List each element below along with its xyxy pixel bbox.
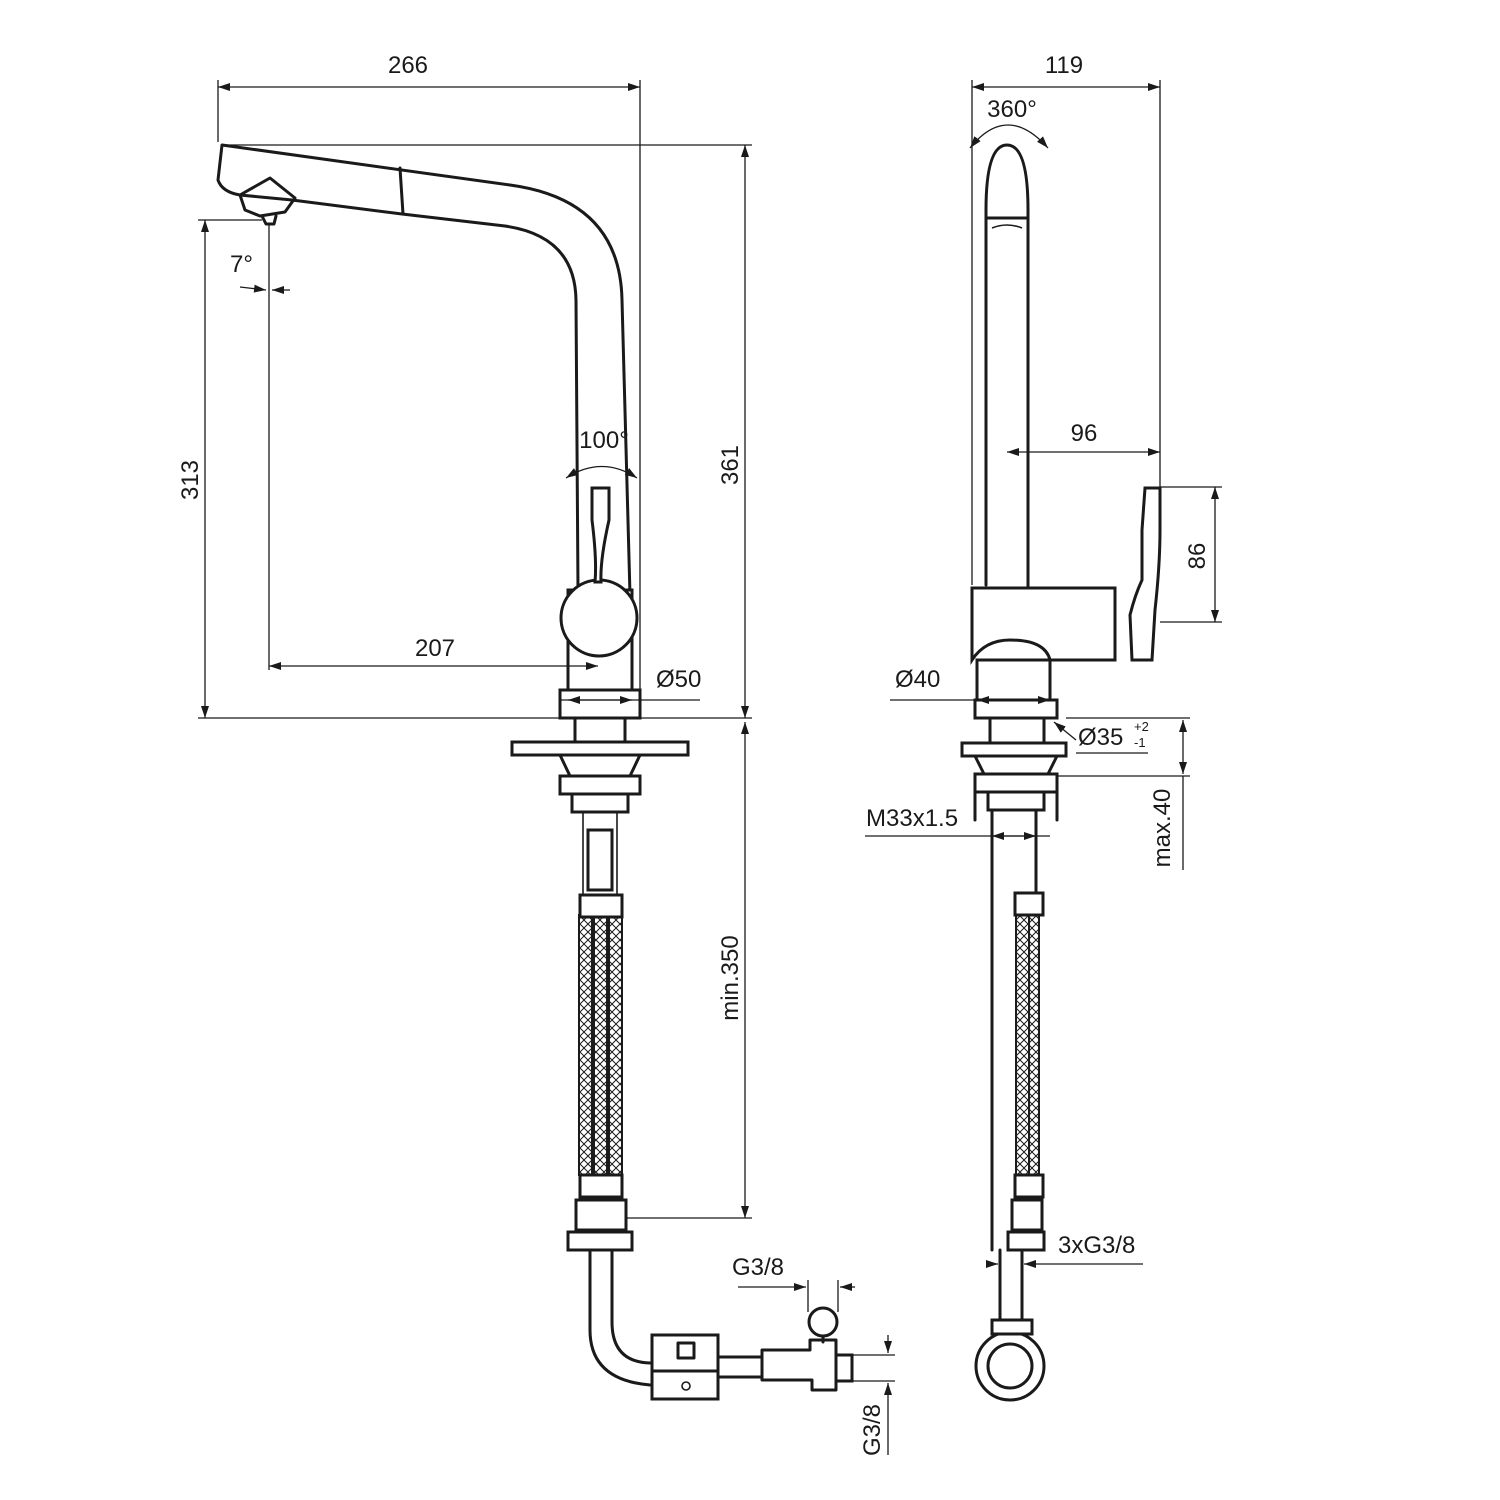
dim-valve-thread: G3/8 [859, 1404, 886, 1456]
hole-diameter-value: Ø35 [1078, 724, 1123, 751]
side-base [975, 658, 1052, 702]
side-view: 119 360° 96 86 Ø40 Ø35 +2 -1 max.40 M33x… [865, 52, 1222, 1402]
side-hose [1015, 914, 1030, 1176]
lever-handle [590, 486, 611, 584]
dim-spray-angle: 7° [230, 251, 253, 278]
dim-depth: 119 [1045, 52, 1083, 79]
side-base-ring [973, 698, 1059, 720]
side-lever [1128, 486, 1162, 662]
side-connection-nut [1006, 1230, 1046, 1252]
dim-connection-thread: G3/8 [732, 1254, 784, 1281]
outlet-pipe [588, 1248, 652, 1387]
dim-lever-rotation: 100° [579, 427, 629, 454]
fixing-nut [558, 774, 642, 796]
lock-nut [570, 792, 630, 814]
dim-min-hose-length: min.350 [717, 935, 744, 1020]
valve-window [676, 1341, 696, 1360]
spray-nozzle [260, 214, 278, 226]
dim-spout-height: 313 [177, 460, 204, 500]
hose-center [593, 914, 608, 1176]
spout-joint [398, 166, 405, 216]
side-deck [960, 741, 1068, 758]
dim-projection: 207 [415, 635, 455, 662]
dim-hose-connections: 3xG3/8 [1058, 1232, 1135, 1259]
spray-head [238, 176, 297, 218]
hose-left [578, 914, 593, 1176]
spout-outline [216, 143, 632, 597]
connection-nut [566, 1230, 634, 1252]
dim-body-diameter: Ø50 [656, 666, 701, 693]
dim-hole-tolerance-lower: -1 [1134, 735, 1146, 750]
dim-hole-diameter: Ø35 [1078, 724, 1123, 751]
front-view: 266 361 313 207 7° 100° Ø50 min.350 G3/8 [177, 52, 895, 1456]
dim-overall-width: 266 [388, 52, 428, 79]
deck-plate [510, 740, 690, 757]
side-valve [974, 1330, 1046, 1402]
lever-disc [559, 578, 639, 658]
valve-body [650, 1333, 720, 1373]
fixing-flange [558, 753, 642, 778]
dim-lever-offset: 96 [1071, 420, 1098, 447]
dim-lever-height: 86 [1184, 543, 1211, 570]
angle-valve [760, 1338, 838, 1392]
hose-right [608, 914, 623, 1176]
side-spout [984, 143, 1030, 592]
dim-hole-tolerance-upper: +2 [1134, 719, 1149, 734]
shank-collar [573, 716, 627, 744]
dim-base-diameter: Ø40 [895, 666, 940, 693]
valve-body-lower [650, 1369, 720, 1401]
valve-knob [807, 1306, 839, 1338]
dim-mounting-thread: M33x1.5 [866, 805, 958, 832]
dim-max-deck-thickness: max.40 [1149, 789, 1176, 868]
dim-overall-height: 361 [717, 445, 744, 485]
dim-swivel: 360° [987, 96, 1037, 123]
side-body [970, 586, 1117, 666]
base-ring [558, 688, 642, 720]
